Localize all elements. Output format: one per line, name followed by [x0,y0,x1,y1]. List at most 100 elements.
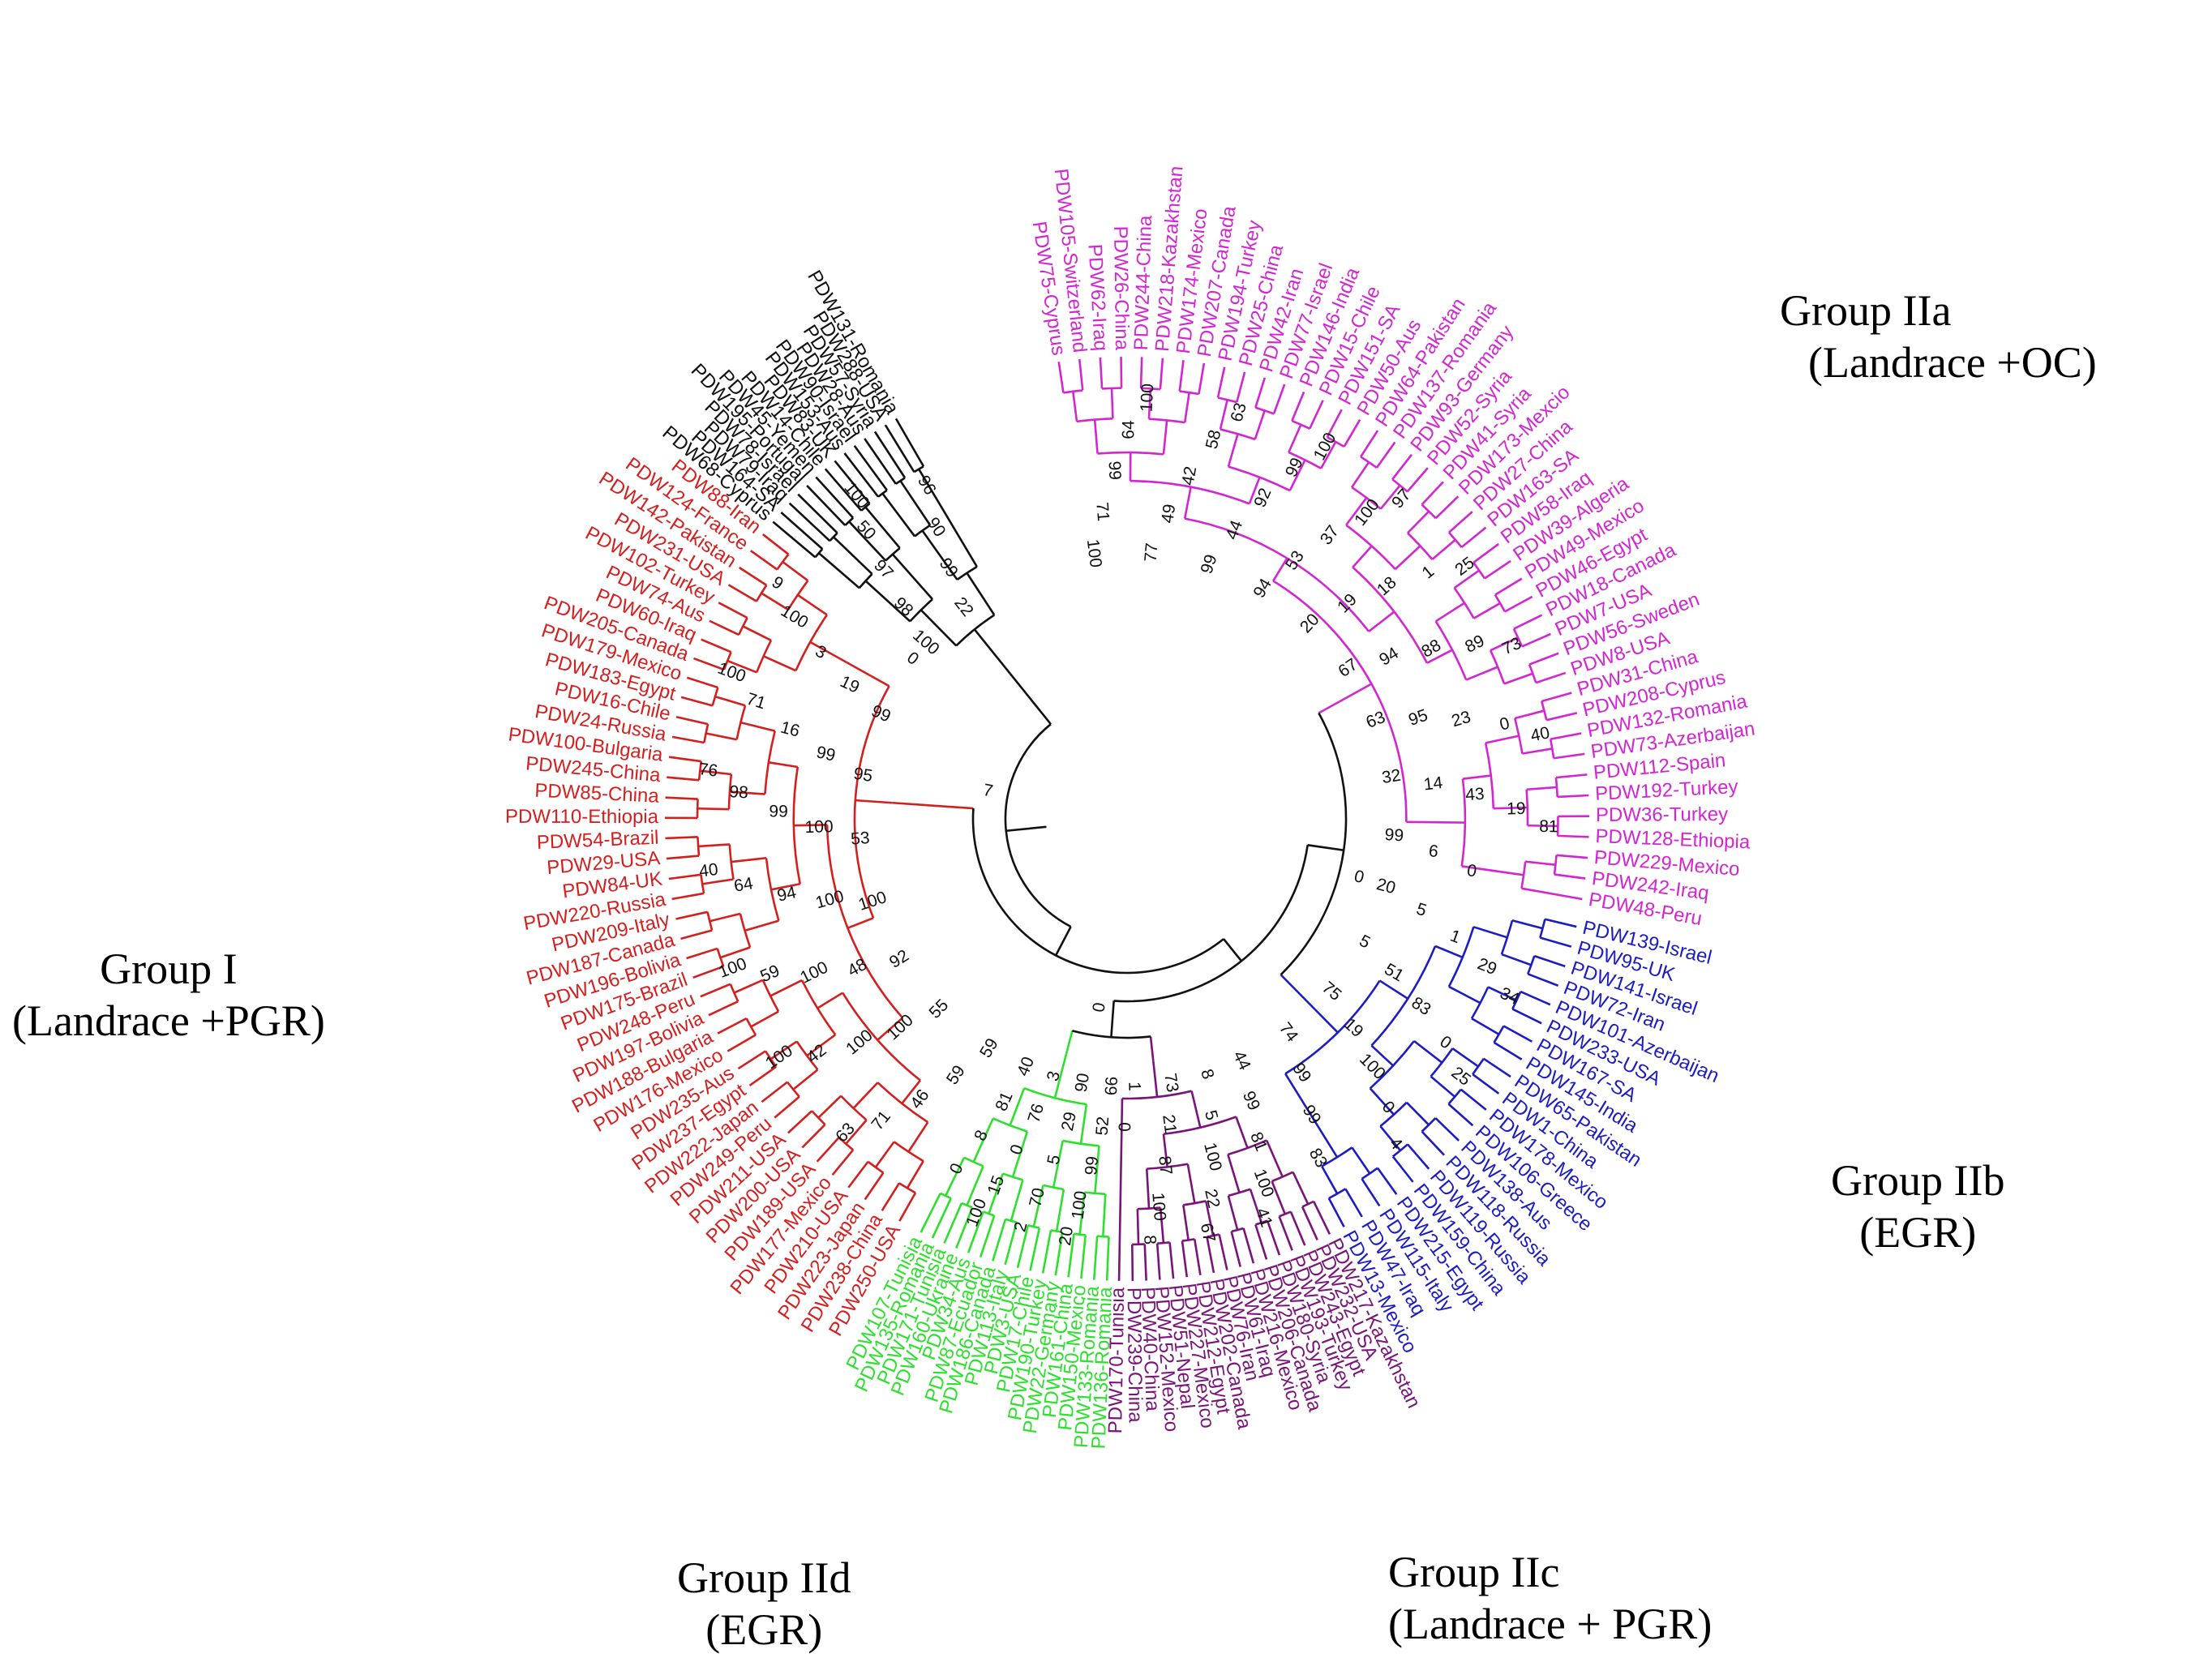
IIc-clade-branch [1254,1224,1268,1260]
I-clade-branch [864,1172,885,1201]
I-clade-branch [733,979,764,994]
IIb-clade-branch [1503,1025,1533,1043]
IIc-clade-branch [1130,1244,1134,1281]
group-IIc-label: Group IIc (Landrace + PGR) [1388,1547,1712,1650]
IIb-backbone [1280,974,1316,1010]
IIb-clade-branch [1434,1117,1460,1142]
IIb-clade-branch [1351,1146,1371,1175]
IIa-clade-branch [1406,467,1429,493]
bootstrap-value: 50 [853,517,880,544]
IIc-clade-branch [1218,1234,1228,1270]
IIa-clade-branch [1078,358,1084,391]
IIa-clade-node-arc [1453,587,1475,619]
backbone-arc [1280,712,1348,976]
I-clade-branch [692,965,724,979]
IId-clade-node-arc [1050,1229,1063,1234]
IIa-clade-branch [1391,454,1413,481]
IIc-clade-branch [1162,1133,1168,1167]
black-clade-branch [843,452,880,498]
IIc-clade-branch [1145,1168,1151,1209]
I-clade-branch [801,1124,826,1149]
IId-clade-branch [1105,1236,1110,1281]
black-clade-branch [918,468,978,568]
bootstrap-value: 70 [1026,1186,1048,1209]
I-clade-branch [761,592,789,611]
IIb-clade-stem [1314,1009,1339,1034]
I-clade-branch [698,843,730,848]
IIc-clade-branch [1182,1205,1190,1240]
IIc-clade-branch [1190,1090,1202,1129]
bootstrap-value: 99 [1299,1102,1325,1128]
I-clade-node-arc [700,874,705,894]
I-clade-branch [809,640,890,688]
black-clade-branch [864,580,911,623]
bootstrap-value: 22 [1201,1188,1224,1210]
bootstrap-value: 19 [837,672,862,697]
bootstrap-value: 99 [1288,1060,1314,1086]
IId-clade-branch [1080,1235,1087,1279]
bootstrap-value: 81 [1539,817,1558,836]
I-clade-branch [817,1095,842,1119]
IIb-clade-branch [1483,1057,1511,1078]
bootstrap-value: 100 [842,1026,877,1058]
IId-clade-branch [1078,1192,1086,1235]
I-clade-branch [717,1017,748,1035]
I-clade-branch [906,1160,924,1189]
IIb-clade-branch [1327,1197,1345,1227]
bootstrap-value: 90 [1072,1072,1094,1094]
I-clade-branch [701,878,734,885]
I-clade-node-arc [853,685,890,919]
I-clade-branch [816,1137,840,1163]
I-clade-node-arc [703,723,709,743]
bootstrap-value: 71 [1092,502,1112,522]
I-clade-branch [750,550,778,571]
black-clade-branch [894,418,925,467]
bootstrap-value: 95 [852,765,874,786]
I-clade-branch [675,715,709,726]
IId-clade-branch [1029,1227,1041,1271]
bootstrap-value: 6 [1428,842,1439,861]
IIc-clade-node-arc [1181,1238,1195,1242]
IIb-clade-branch [1321,1165,1339,1194]
bootstrap-value: 67 [1197,1222,1219,1244]
IIa-clade-branch [1236,371,1246,403]
bootstrap-value: 5 [1044,1153,1064,1166]
IId-clade-branch [1016,1225,1030,1269]
IIc-clade-branch [1181,1240,1189,1278]
I-clade-branch [874,1141,895,1168]
I-clade-branch [763,655,796,672]
leaf-label: PDW110-Ethiopia [505,806,659,828]
IIb-clade-branch [1370,1044,1395,1067]
bootstrap-value: 8 [1140,1235,1160,1245]
I-clade-node-arc [737,617,748,636]
group-IIa-label: Group IIa (Landrace +OC) [1780,285,2097,388]
I-clade-node-arc [727,773,733,810]
bootstrap-value: 34 [1497,983,1522,1009]
bootstrap-value: 59 [757,962,782,986]
bootstrap-value: 44 [1229,1048,1254,1073]
IIa-clade-branch [1368,610,1395,632]
bootstrap-value: 5 [1414,900,1429,920]
IIa-clade-branch [1099,357,1104,389]
IIa-clade-branch [1521,632,1551,648]
IIb-clade-node-arc [1500,919,1514,955]
black-backbone [1009,673,1052,725]
bootstrap-value: 64 [732,874,754,896]
IIa-clade-branch [1473,542,1499,563]
leaf-label: PDW40-China [1137,1287,1164,1412]
IIa-clade-branch [1288,459,1306,491]
IIa-clade-branch [1557,834,1589,838]
IId-clade-branch [1055,1189,1065,1232]
bootstrap-value: 22 [950,593,976,620]
bootstrap-value: 99 [936,555,962,580]
black-clade-branch [864,506,901,549]
IIc-clade-node-arc [1301,1200,1314,1208]
IIa-clade-branch [1541,692,1572,703]
black-clade-branch [806,485,847,526]
IIa-clade-branch [1219,399,1228,430]
bootstrap-value: 99 [1082,1155,1102,1176]
IIa-clade-branch [1434,602,1465,623]
black-clade-branch [815,476,855,519]
IIb-clade-branch [1501,953,1532,966]
I-clade-branch [668,756,701,763]
